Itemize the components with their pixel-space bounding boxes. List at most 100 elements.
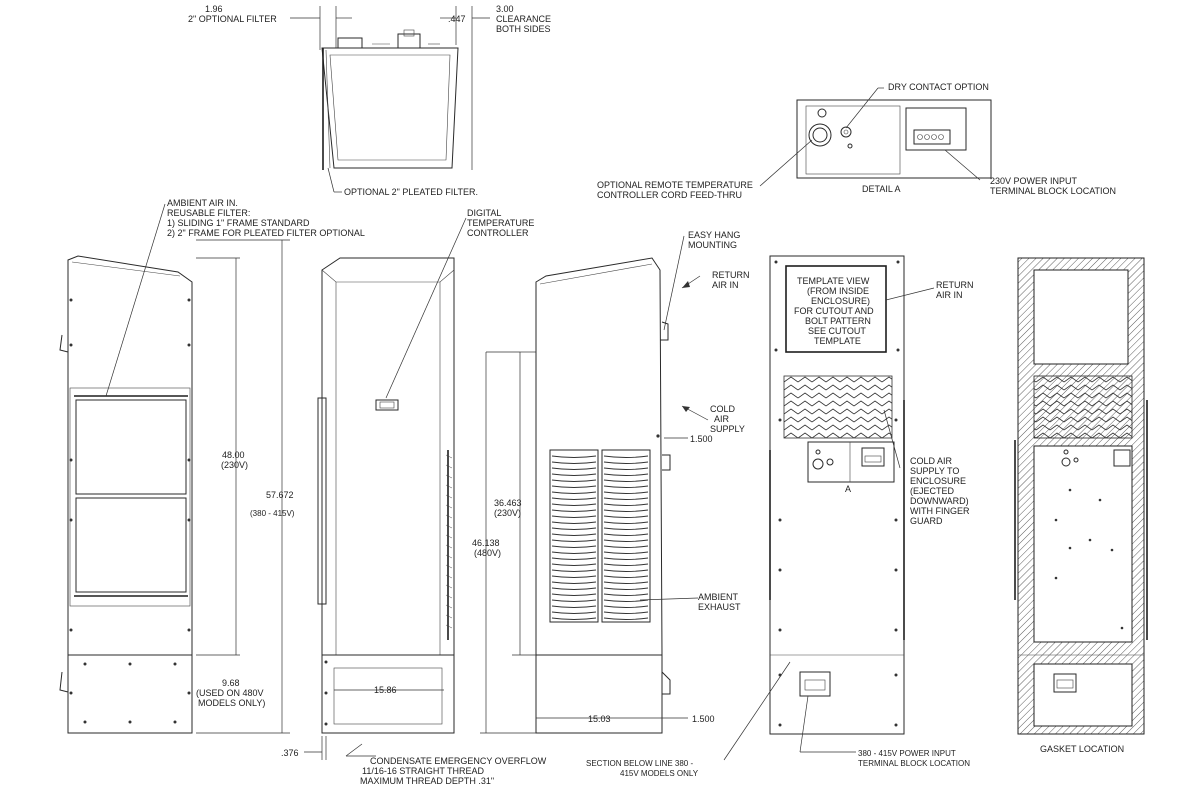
louver-slat [551,467,597,470]
side-condensate-2: 11/16-16 STRAIGHT THREAD [362,766,485,776]
template-t1: TEMPLATE VIEW [797,276,870,286]
template-t5: BOLT PATTERN [805,316,871,326]
template-return-2: AIR IN [936,290,963,300]
front-dim-968-sub2: MODELS ONLY) [198,698,265,708]
detail-a-dry-contact: DRY CONTACT OPTION [888,82,989,92]
louver-slat [603,575,649,578]
louver-slat [603,455,649,458]
louver-slat [603,479,649,482]
template-cold-1: COLD AIR [910,456,953,466]
rear-dim-46-sub: (480V) [474,548,501,558]
front-dim-968: 9.68 [222,678,240,688]
rear-cold-3: SUPPLY [710,424,745,434]
louver-slat [551,455,597,458]
louver-slat [551,473,597,476]
rear-return-2: AIR IN [712,280,739,290]
louver-slat [551,587,597,590]
rear-dim-36: 36.463 [494,498,522,508]
louver-slat [551,485,597,488]
side-condensate-3: MAXIMUM THREAD DEPTH .31" [360,776,494,786]
rear-ambient-ex-2: EXHAUST [698,602,741,612]
louver-slat [603,485,649,488]
template-power-2: TERMINAL BLOCK LOCATION [858,759,970,768]
template-cold-6: WITH FINGER [910,506,970,516]
front-ambient-3: 1) SLIDING 1" FRAME STANDARD [167,218,310,228]
louver-slat [603,539,649,542]
gasket-view [1014,257,1148,735]
louver-slat [603,533,649,536]
louver-slat [603,527,649,530]
detail-a-power-2: TERMINAL BLOCK LOCATION [990,186,1116,196]
louver-slat [551,575,597,578]
louver-slat [551,533,597,536]
top-clearance-label-2: BOTH SIDES [496,24,551,34]
template-section-1: SECTION BELOW LINE 380 - [586,759,693,768]
louver-slat [603,515,649,518]
louver-slat [551,491,597,494]
louver-slat [603,557,649,560]
louver-slat [551,617,597,620]
side-view [304,217,467,760]
louver-slat [551,563,597,566]
rear-view [480,235,709,734]
rear-cold-1: COLD [710,404,736,414]
top-clearance-label-1: CLEARANCE [496,14,551,24]
top-side-dim: .447 [448,14,466,24]
louver-slat [551,479,597,482]
template-t3: ENCLOSURE) [811,296,870,306]
top-filter-dim: 1.96 [205,4,223,14]
louver-slat [551,593,597,596]
rear-return-1: RETURN [712,270,750,280]
louver-slat [551,605,597,608]
rear-hang-1: EASY HANG [688,230,740,240]
side-digital-1: DIGITAL [467,208,501,218]
louver-slat [603,491,649,494]
louver-slat [551,497,597,500]
louver-slat [551,581,597,584]
louver-slat [603,569,649,572]
side-digital-2: TEMPERATURE [467,218,534,228]
louver-slat [603,551,649,554]
louver-slat [551,557,597,560]
louver-slat [551,551,597,554]
side-digital-3: CONTROLLER [467,228,529,238]
template-t2: (FROM INSIDE [807,286,869,296]
louver-slat [603,461,649,464]
louver-slat [551,539,597,542]
side-dim-1586: 15.86 [374,685,397,695]
louver-slat [603,587,649,590]
front-dim-48-sub: (230V) [221,460,248,470]
louver-slat [603,599,649,602]
detail-a-title: DETAIL A [862,184,901,194]
louver-slat [603,509,649,512]
detail-a-remote-1: OPTIONAL REMOTE TEMPERATURE [597,180,753,190]
template-power-1: 380 - 415V POWER INPUT [858,749,956,758]
front-ambient-4: 2) 2" FRAME FOR PLEATED FILTER OPTIONAL [167,228,365,238]
louver-slat [603,497,649,500]
louver-slat [551,509,597,512]
front-ambient-1: AMBIENT AIR IN. [167,198,238,208]
template-t6: SEE CUTOUT [808,326,866,336]
template-cold-7: GUARD [910,516,943,526]
rear-dim-1500b: 1.500 [692,714,715,724]
louver-slat [603,611,649,614]
rear-dim-1503: 15.03 [588,714,611,724]
front-dim-48: 48.00 [222,450,245,460]
louver-slat [603,503,649,506]
top-clearance-dim: 3.00 [496,4,514,14]
gasket-label: GASKET LOCATION [1040,744,1124,754]
louver-slat [603,605,649,608]
top-pleated-filter-label: OPTIONAL 2" PLEATED FILTER. [344,187,478,197]
template-t7: TEMPLATE [814,336,861,346]
detail-a-power-1: 230V POWER INPUT [990,176,1078,186]
rear-dim-46: 46.138 [472,538,500,548]
front-dim-57-sub: (380 - 415V) [250,509,295,518]
louver-slat [551,461,597,464]
template-cold-2: SUPPLY TO [910,466,959,476]
template-cold-5: DOWNWARD) [910,496,969,506]
template-marker-a: A [845,484,851,494]
front-dim-968-sub1: (USED ON 480V [196,688,264,698]
front-ambient-2: REUSABLE FILTER: [167,208,250,218]
louver-slat [551,611,597,614]
